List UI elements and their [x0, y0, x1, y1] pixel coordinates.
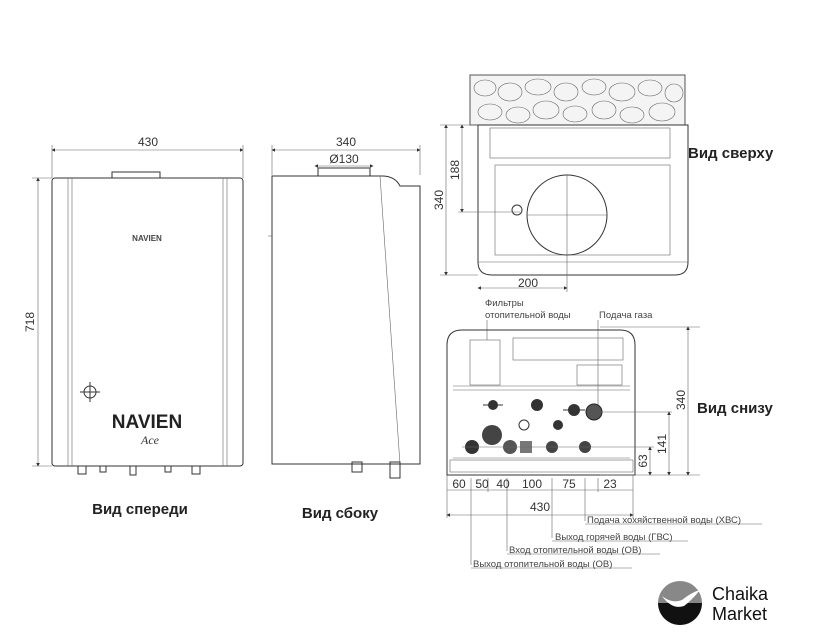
- spacing-2: 40: [496, 477, 510, 491]
- spacing-1: 50: [475, 477, 489, 491]
- bottom-dim-340: 340: [674, 390, 688, 410]
- wall-stones: [473, 78, 684, 124]
- bottom-view: Фильтры отопительной воды Подача газа 34…: [446, 298, 773, 570]
- ace-script: Ace: [140, 433, 160, 447]
- bottom-view-label: Вид снизу: [697, 400, 773, 417]
- bottom-width-dim: 430: [530, 500, 550, 514]
- spacing-3: 100: [522, 477, 542, 491]
- top-dim-188: 188: [448, 160, 462, 180]
- connection-label-hot-water: Выход горячей воды (ГВС): [555, 532, 672, 543]
- top-view-label: Вид сверху: [688, 145, 774, 162]
- top-view: 188 340 200 Вид сверху: [432, 74, 774, 292]
- logo-line2: Market: [712, 604, 767, 624]
- connection-label-heating-return: Вход отопительной воды (ОВ): [509, 545, 641, 556]
- connection-fittings: [462, 399, 603, 454]
- seagull-icon: [662, 590, 700, 607]
- side-view: 340 Ø130 Вид сбоку: [268, 135, 421, 522]
- flue-diameter-dim: Ø130: [329, 152, 359, 166]
- chaika-market-logo: Chaika Market: [658, 581, 769, 625]
- connection-label-cold-water: Подача хохяйственной воды (ХВС): [587, 515, 741, 526]
- navien-logo-text: NAVIEN: [112, 412, 182, 433]
- filters-label-line2: отопительной воды: [485, 310, 571, 321]
- navien-small-text: NAVIEN: [132, 234, 162, 243]
- side-view-label: Вид сбоку: [302, 505, 379, 522]
- gas-supply-label: Подача газа: [599, 310, 653, 321]
- spacing-4: 75: [562, 477, 576, 491]
- top-dim-340: 340: [432, 190, 446, 210]
- crosshair-icon: [80, 382, 100, 402]
- connection-label-heating-flow: Выход отопительной воды (ОВ): [473, 559, 612, 570]
- side-depth-dim: 340: [336, 135, 356, 149]
- front-view: 430 718 NAVIEN NAVIEN Ace Вид спереди: [23, 135, 244, 518]
- spacing-0: 60: [452, 477, 466, 491]
- bottom-dim-63: 63: [636, 454, 650, 468]
- spacing-5: 23: [603, 477, 617, 491]
- logo-line1: Chaika: [712, 584, 769, 604]
- front-height-dim: 718: [23, 312, 37, 332]
- filters-label-line1: Фильтры: [485, 298, 524, 309]
- bottom-dim-141: 141: [655, 434, 669, 454]
- top-dim-200: 200: [518, 276, 538, 290]
- front-width-dim: 430: [138, 135, 158, 149]
- front-view-label: Вид спереди: [92, 501, 188, 518]
